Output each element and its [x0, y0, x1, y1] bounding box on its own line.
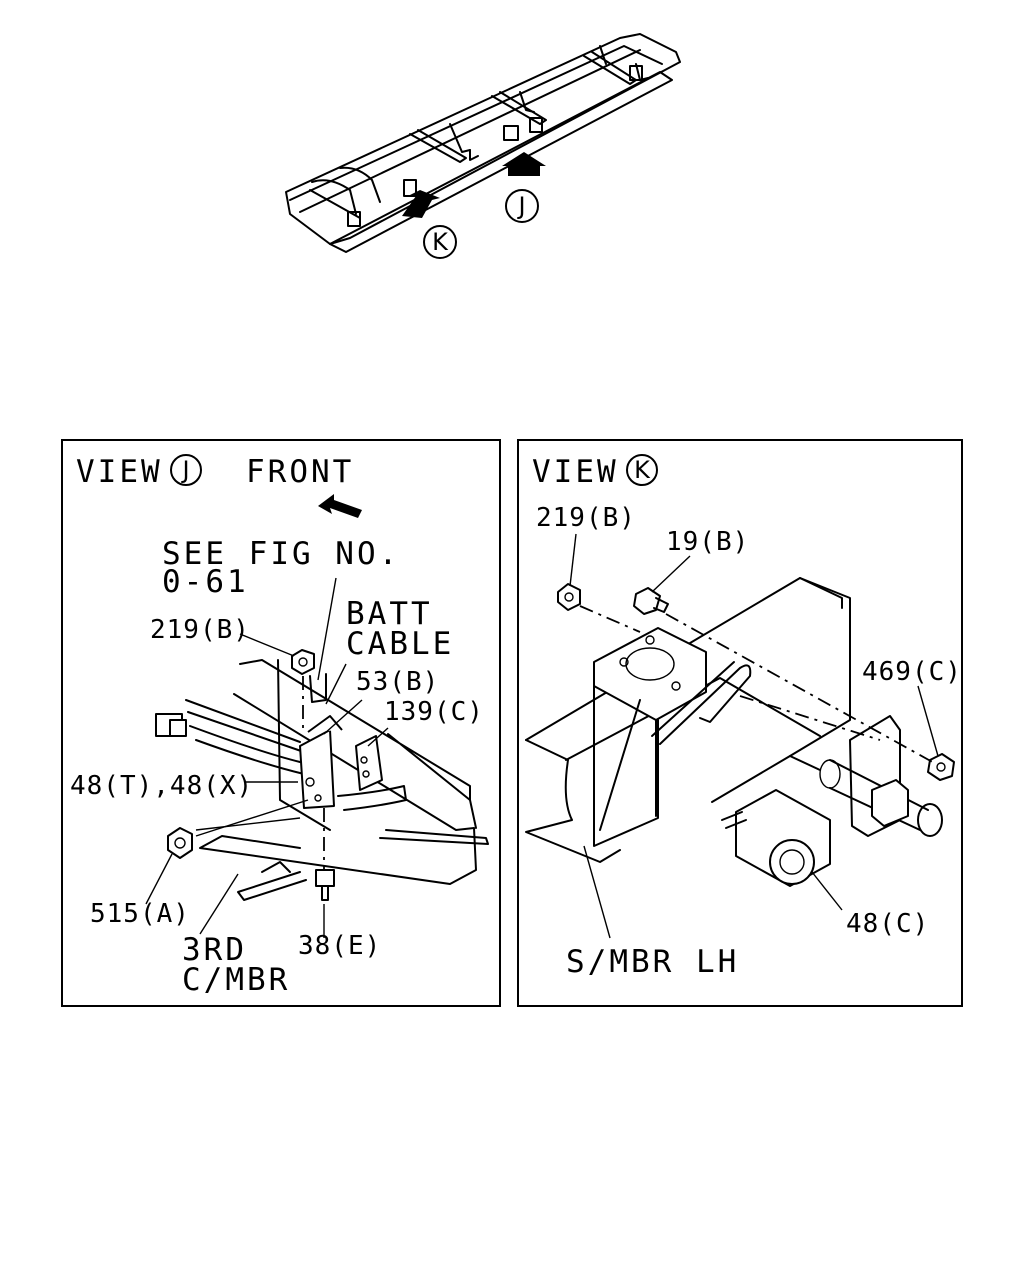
marker-k-letter: K — [432, 228, 449, 256]
view-j-assembly-drawing — [145, 577, 489, 938]
see-fig-number: 0-61 — [162, 564, 249, 600]
view-k-title: VIEW — [532, 454, 619, 490]
view-j-marker-circle — [170, 454, 202, 486]
cross-member-label-line1: 3RD — [182, 932, 247, 968]
view-k-marker-circle — [626, 454, 658, 486]
side-member-label: S/MBR LH — [566, 944, 739, 980]
part-38e-label: 38(E) — [298, 931, 381, 961]
view-j-panel: VIEW J FRONT SEE FIG NO. 0-61 BATT CABLE… — [61, 439, 501, 1007]
marker-k-circle: K — [423, 225, 457, 259]
marker-j-letter: J — [516, 192, 525, 220]
part-48c-label: 48(C) — [846, 909, 929, 939]
view-k-assembly-drawing — [525, 533, 955, 939]
see-fig-text: SEE FIG NO. — [162, 536, 400, 572]
part-469c-label: 469(C) — [862, 657, 962, 687]
part-515a-label: 515(A) — [90, 899, 190, 929]
part-139c-label: 139(C) — [384, 697, 484, 727]
part-48tx-label: 48(T),48(X) — [70, 771, 253, 801]
front-label: FRONT — [246, 454, 354, 490]
view-j-marker-letter: J — [180, 456, 189, 484]
chassis-frame-overview — [285, 33, 681, 253]
view-k-panel: VIEW K 219(B) 19(B) 469(C) 48(C) S/MBR L… — [517, 439, 963, 1007]
arrow-k-icon — [402, 190, 440, 218]
part-53b-label: 53(B) — [356, 667, 439, 697]
marker-j-circle: J — [505, 189, 539, 223]
arrow-j-icon — [502, 152, 546, 176]
view-j-title: VIEW — [76, 454, 163, 490]
front-arrow-icon — [318, 494, 362, 518]
cable-label: CABLE — [346, 626, 454, 662]
cross-member-label-line2: C/MBR — [182, 962, 290, 998]
part-219b-k-label: 219(B) — [536, 503, 636, 533]
part-219b-label: 219(B) — [150, 615, 250, 645]
part-19b-label: 19(B) — [666, 527, 749, 557]
batt-label: BATT — [346, 596, 433, 632]
view-k-marker-letter: K — [634, 456, 651, 484]
